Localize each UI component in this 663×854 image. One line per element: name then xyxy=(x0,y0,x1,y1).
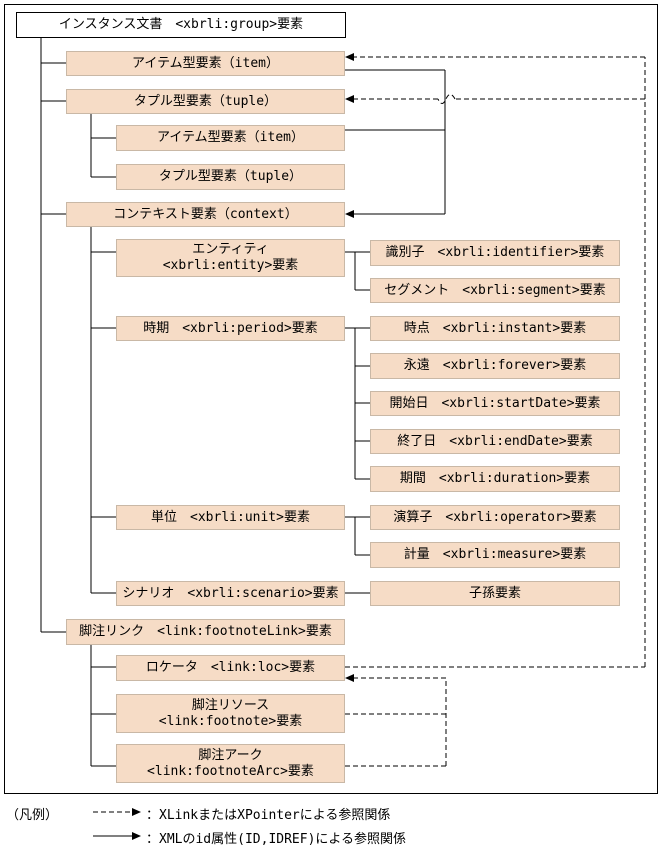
loc-node: ロケータ <link:loc>要素 xyxy=(116,655,345,681)
legend-title: （凡例） xyxy=(6,808,59,823)
entity-node: エンティティ <xbrli:entity>要素 xyxy=(116,239,345,277)
tuple-node: タプル型要素（tuple） xyxy=(66,89,345,114)
footnote-node: 脚注リソース <link:footnote>要素 xyxy=(116,694,345,733)
operator-node: 演算子 <xbrli:operator>要素 xyxy=(370,505,620,530)
entity-label: エンティティ xyxy=(192,242,269,257)
tuple-tuple-node: タプル型要素（tuple） xyxy=(116,164,345,190)
unit-node: 単位 <xbrli:unit>要素 xyxy=(116,505,345,530)
root-node: インスタンス文書 <xbrli:group>要素 xyxy=(16,12,346,38)
scenario-node: シナリオ <xbrli:scenario>要素 xyxy=(116,581,345,606)
descendant-node: 子孫要素 xyxy=(370,581,620,606)
footnotelink-node: 脚注リンク <link:footnoteLink>要素 xyxy=(66,619,345,645)
entity-tag: <xbrli:entity>要素 xyxy=(162,258,299,273)
forever-node: 永遠 <xbrli:forever>要素 xyxy=(370,353,620,379)
enddate-node: 終了日 <xbrli:endDate>要素 xyxy=(370,429,620,454)
diagram-frame xyxy=(4,4,658,794)
identifier-node: 識別子 <xbrli:identifier>要素 xyxy=(370,240,620,266)
context-node: コンテキスト要素（context） xyxy=(66,202,345,227)
footnotearc-label: 脚注アーク xyxy=(198,747,263,763)
period-node: 時期 <xbrli:period>要素 xyxy=(116,316,345,341)
startdate-node: 開始日 <xbrli:startDate>要素 xyxy=(370,391,620,416)
instant-node: 時点 <xbrli:instant>要素 xyxy=(370,316,620,341)
footnote-tag: <link:footnote>要素 xyxy=(158,713,303,729)
segment-node: セグメント <xbrli:segment>要素 xyxy=(370,278,620,303)
duration-node: 期間 <xbrli:duration>要素 xyxy=(370,466,620,492)
measure-node: 計量 <xbrli:measure>要素 xyxy=(370,542,620,568)
footnotearc-tag: <link:footnoteArc>要素 xyxy=(147,763,314,779)
item-node: アイテム型要素（item） xyxy=(66,51,345,76)
footnotearc-node: 脚注アーク <link:footnoteArc>要素 xyxy=(116,744,345,783)
legend-dashed-label: ：XLinkまたはXPointerによる参照関係 xyxy=(146,808,391,823)
tuple-item-node: アイテム型要素（item） xyxy=(116,125,345,151)
legend-solid-label: ：XMLのid属性(ID,IDREF)による参照関係 xyxy=(146,832,407,847)
footnote-label: 脚注リソース xyxy=(191,697,270,713)
